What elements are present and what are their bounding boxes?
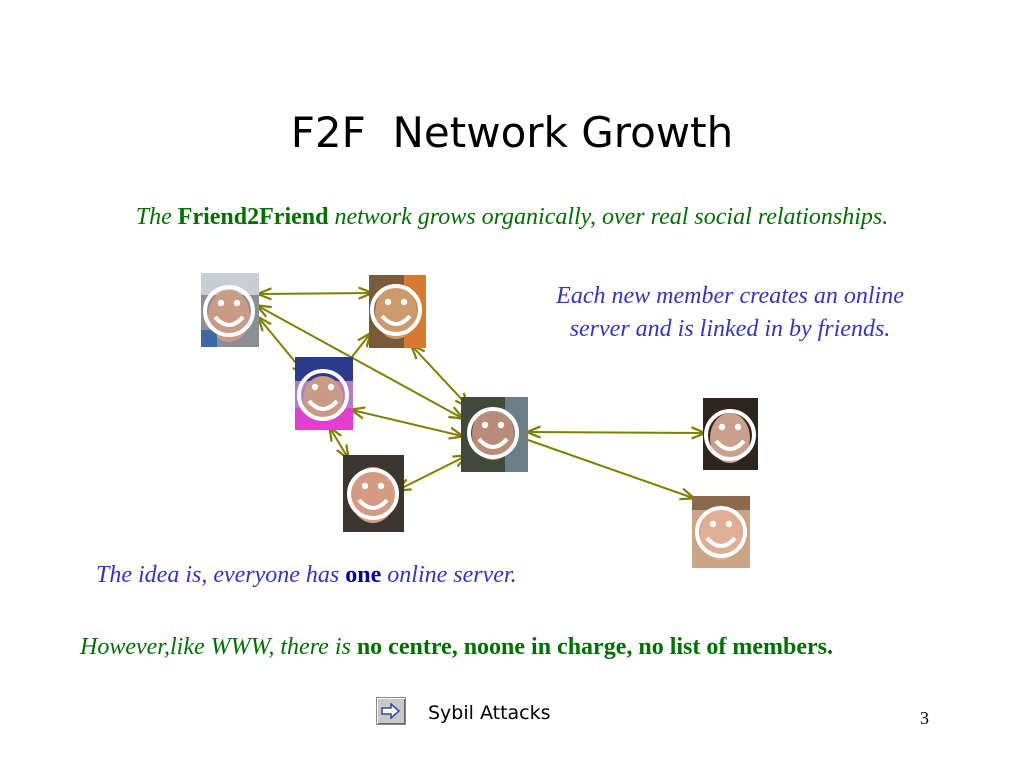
however-pre: However,like WWW, there is (80, 634, 357, 660)
member-photo (295, 357, 353, 430)
idea-post: online server. (381, 562, 517, 588)
member-note-line1: Each new member creates an online (556, 283, 904, 309)
however-text: However,like WWW, there is no centre, no… (80, 634, 833, 661)
smiley-icon (347, 468, 399, 520)
slide-title: F2F Network Growth (290, 108, 734, 157)
link-e-g (527, 439, 693, 498)
member-photo (369, 275, 426, 348)
smiley-icon (704, 409, 756, 461)
member-photo (692, 496, 750, 568)
however-bold: no centre, noone in charge, no list of m… (356, 634, 833, 660)
link-c-e (352, 410, 462, 436)
idea-pre: The idea is, everyone has (96, 562, 346, 588)
intro-text: The Friend2Friend network grows organica… (0, 204, 1024, 231)
member-photo (201, 273, 259, 347)
link-b-e (412, 346, 468, 406)
page-number: 3 (920, 708, 929, 728)
member-note-line2: server and is linked in by friends. (569, 316, 891, 342)
member-photos (201, 273, 758, 568)
arrow-right-icon (381, 703, 401, 719)
idea-bold: one (345, 562, 382, 588)
smiley-icon (203, 285, 255, 337)
smiley-icon (297, 369, 349, 421)
link-d-e (398, 456, 466, 490)
smiley-icon (370, 284, 422, 336)
member-photo (703, 398, 758, 470)
link-a-b (259, 293, 371, 294)
link-e-f (528, 432, 704, 433)
link-a-e (258, 306, 462, 418)
intro-bold: Friend2Friend (177, 204, 329, 230)
member-photo (343, 455, 404, 532)
idea-text: The idea is, everyone has one online ser… (96, 562, 517, 589)
smiley-icon (467, 407, 519, 459)
intro-post: network grows organically, over real soc… (328, 204, 889, 230)
link-c-d (330, 428, 348, 458)
nav-link-label[interactable]: Sybil Attacks (428, 702, 551, 724)
member-photo (461, 397, 528, 472)
next-slide-button[interactable] (376, 697, 406, 725)
intro-pre: The (135, 204, 178, 230)
smiley-icon (695, 506, 747, 558)
member-note: Each new member creates an online server… (500, 280, 960, 346)
